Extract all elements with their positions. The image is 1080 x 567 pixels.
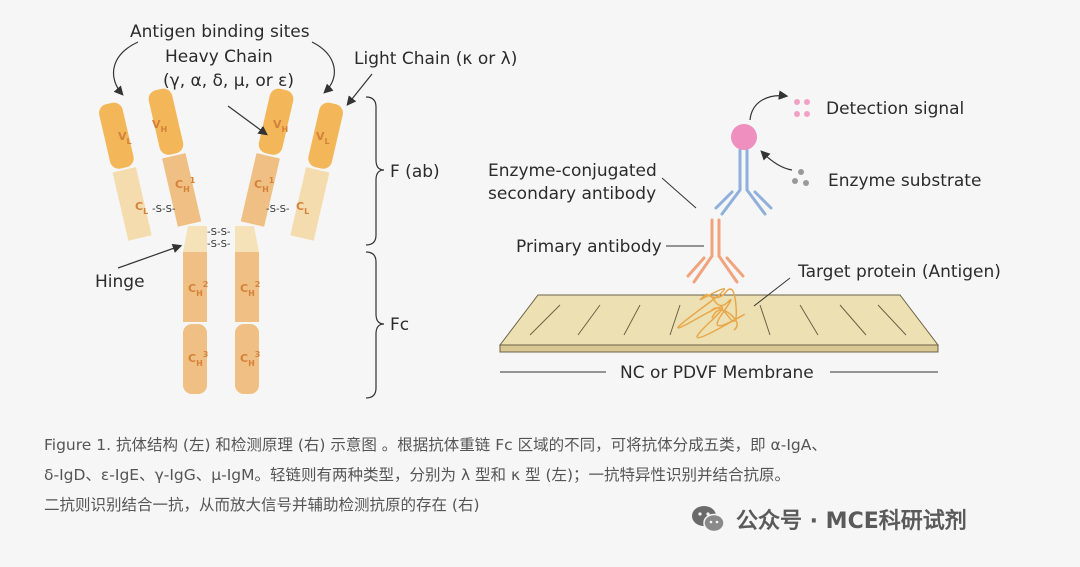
enzyme-substrate-dots (792, 169, 809, 186)
arrow-binding-right (311, 41, 335, 94)
secondary-antibody-label-line1: Enzyme-conjugated (488, 161, 657, 181)
vh-right-domain (258, 88, 294, 155)
ch2-left-label: CH2 (188, 280, 208, 298)
arrow-binding-left (113, 41, 139, 96)
right-heavy-arm (240, 88, 294, 227)
arrow-hinge (117, 243, 183, 269)
leader-target-protein (753, 277, 791, 307)
detection-signal-label: Detection signal (826, 99, 964, 119)
cl-right-label: CL (296, 200, 309, 216)
fab-brace (365, 96, 385, 246)
enzyme-substrate-label: Enzyme substrate (828, 171, 981, 191)
disulfide-right-arm: -S-S- (266, 204, 290, 215)
vh-right-label: VH (273, 118, 288, 134)
caption-line-3: 二抗则识别结合一抗，从而放大信号并辅助检测抗原的存在 (右) (44, 496, 480, 514)
target-protein-antigen (677, 287, 745, 339)
disulfide-hinge-top: -S-S- (207, 227, 231, 238)
membrane-front (499, 344, 939, 353)
cl-left-domain (112, 167, 152, 241)
arrow-detection-signal (749, 90, 789, 121)
hinge-right (235, 226, 259, 252)
fc-brace (365, 251, 385, 399)
watermark-text: 公众号 · MCE科研试剂 (736, 509, 967, 534)
ch1-left-label: CH1 (175, 176, 196, 194)
ch1-right-label: CH1 (254, 176, 275, 194)
enzyme-circle (731, 124, 757, 150)
vl-left-domain (99, 102, 134, 169)
disulfide-hinge-bottom: -S-S- (207, 239, 231, 250)
antigen-binding-sites-label: Antigen binding sites (130, 22, 310, 42)
ch1-left-domain (162, 153, 202, 227)
antibody-structure: VL VH CL CH1 VH VL CH1 CL CH2 CH2 CH3 CH… (95, 22, 517, 399)
leader-secondary-antibody (661, 177, 697, 209)
right-light-arm (290, 102, 343, 241)
heavy-chain-types-label: (γ, α, δ, μ, or ε) (163, 71, 294, 91)
arrow-light-chain (346, 73, 373, 106)
arrow-heavy-chain (227, 105, 268, 136)
left-light-arm (99, 102, 152, 241)
secondary-antibody-label-line2: secondary antibody (488, 184, 656, 204)
antibody-diagram: VL VH CL CH1 VH VL CH1 CL CH2 CH2 CH3 CH… (95, 22, 1001, 399)
vl-right-label: VL (316, 130, 330, 146)
caption-line-1: Figure 1. 抗体结构 (左) 和检测原理 (右) 示意图 。根据抗体重链… (44, 436, 827, 454)
caption-line-2: δ-IgD、ε-IgE、γ-IgG、μ-IgM。轻链则有两种类型，分别为 λ 型… (44, 466, 791, 484)
hinge-left (183, 226, 207, 252)
ch1-right-domain (240, 153, 280, 227)
arrow-enzyme-substrate (760, 150, 793, 171)
vl-left-label: VL (118, 130, 132, 146)
detection-signal-dots (794, 99, 810, 117)
vl-right-domain (308, 102, 343, 169)
figure-caption: Figure 1. 抗体结构 (左) 和检测原理 (右) 示意图 。根据抗体重链… (44, 430, 1044, 520)
ch2-right-label: CH2 (240, 280, 260, 298)
fab-label: F (ab) (390, 162, 440, 182)
secondary-antibody-shape (714, 148, 773, 216)
ch2-left-domain (183, 252, 207, 322)
hinge-label: Hinge (95, 272, 145, 292)
fc-label: Fc (390, 315, 409, 335)
ch3-right-label: CH3 (240, 350, 260, 368)
cl-left-label: CL (135, 200, 148, 216)
light-chain-label: Light Chain (κ or λ) (354, 49, 517, 69)
cl-right-domain (290, 167, 330, 241)
membrane-lines (529, 304, 907, 336)
ch3-left-domain (183, 324, 207, 394)
detection-principle: Detection signal Enzyme substrate Enzyme… (488, 90, 1001, 383)
target-protein-label: Target protein (Antigen) (797, 262, 1001, 282)
primary-antibody-shape (686, 218, 745, 284)
watermark: 公众号 · MCE科研试剂 (690, 503, 967, 535)
ch3-right-domain (235, 324, 259, 394)
wechat-icon (692, 506, 725, 533)
vh-left-label: VH (152, 118, 167, 134)
membrane-label: NC or PDVF Membrane (620, 363, 814, 383)
ch2-right-domain (235, 252, 259, 322)
ch3-left-label: CH3 (188, 350, 208, 368)
disulfide-left-arm: -S-S- (152, 204, 176, 215)
heavy-chain-label: Heavy Chain (165, 47, 273, 67)
primary-antibody-label: Primary antibody (516, 237, 662, 257)
left-heavy-arm (148, 88, 202, 227)
vh-left-domain (148, 88, 184, 155)
